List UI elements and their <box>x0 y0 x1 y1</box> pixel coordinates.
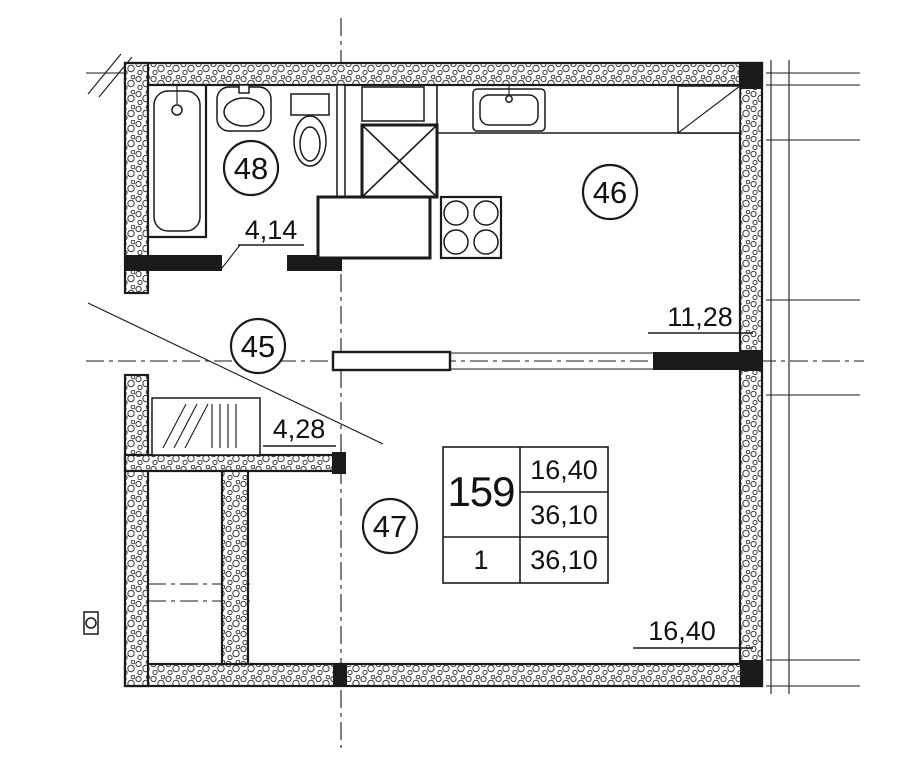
wall-junction-block <box>740 350 762 371</box>
bathtub-drain <box>171 104 183 116</box>
wardrobe-outline <box>151 397 261 456</box>
hall-room-wall <box>123 453 337 473</box>
room-number-48: 48 <box>234 151 268 186</box>
closet-wall <box>220 469 250 666</box>
left-wall-lower <box>123 373 150 688</box>
axis-marker <box>83 611 99 635</box>
top-wall <box>123 61 764 87</box>
fridge <box>677 85 741 134</box>
corner-slash <box>87 53 122 95</box>
room-number-47: 47 <box>373 509 407 544</box>
toilet-tank <box>290 93 330 116</box>
room-label-circle <box>229 317 287 375</box>
wardrobe-mark <box>184 403 209 449</box>
info-table: 159 16,40 36,10 1 36,10 <box>442 446 609 584</box>
wardrobe-mark <box>173 403 198 449</box>
room-number-45: 45 <box>241 329 275 364</box>
ventilation-shaft <box>360 86 439 199</box>
stove-burner <box>473 200 499 226</box>
kitchen-room-wall-right <box>653 352 742 370</box>
wall-junction-block <box>333 664 347 686</box>
axis-and-reference-lines <box>86 18 864 748</box>
vent-shaft-diagonal <box>361 124 438 198</box>
stove-burner <box>473 229 499 255</box>
section-leader-line <box>87 302 384 445</box>
stove-burner <box>443 229 469 255</box>
dimension-leader <box>221 244 241 269</box>
living-area: 16,40 <box>530 455 598 485</box>
dimensions: 4,14 11,28 4,28 16,40 <box>238 215 753 649</box>
washbasin-bowl <box>223 97 265 127</box>
rooms-count: 1 <box>473 545 488 575</box>
washbasin-tap <box>238 84 250 94</box>
interior-walls <box>123 84 742 666</box>
washbasin <box>216 84 272 132</box>
stove-burner <box>443 200 469 226</box>
axis-marker-circle <box>85 617 97 629</box>
kitchen-cabinet <box>316 195 432 260</box>
outer-walls <box>123 61 764 688</box>
dimension-bathroom: 4,14 <box>245 215 298 245</box>
toilet-bowl-inner <box>299 126 321 162</box>
info-table-border <box>442 446 609 584</box>
kitchen-cabinet-box <box>316 195 432 260</box>
dimension-kitchen: 11,28 <box>667 302 733 332</box>
stove <box>439 195 503 260</box>
room-label-kitchen: 46 <box>581 163 639 221</box>
dimension-living-room: 16,40 <box>648 616 716 646</box>
sink-tap <box>505 95 513 103</box>
room-label-circle <box>581 163 639 221</box>
bathroom-wall-left <box>125 255 222 271</box>
room-number-46: 46 <box>593 175 627 210</box>
wall-junction-block <box>740 660 762 686</box>
apartment-number: 159 <box>447 468 514 515</box>
room-label-living-room: 47 <box>361 497 419 555</box>
room-labels: 48 46 45 47 <box>222 139 639 555</box>
dimension-hallway: 4,28 <box>273 414 326 444</box>
total-area: 36,10 <box>530 500 598 530</box>
wall-end-block <box>332 452 346 474</box>
bottom-wall <box>123 662 764 688</box>
room-label-hallway: 45 <box>229 317 287 375</box>
right-wall <box>738 61 764 688</box>
duct-box <box>361 86 425 122</box>
kitchen-sink <box>472 85 546 132</box>
wall-junction-block <box>740 63 762 89</box>
room-label-bathroom: 48 <box>222 139 280 197</box>
bathtub <box>146 83 208 239</box>
toilet <box>290 93 330 167</box>
wardrobe-mark <box>162 403 187 449</box>
wardrobe <box>151 397 261 456</box>
total-area-2: 36,10 <box>530 545 598 575</box>
fridge-diagonal <box>677 85 741 134</box>
kitchen-room-wall-left <box>331 350 452 372</box>
room-label-circle <box>361 497 419 555</box>
room-label-circle <box>222 139 280 197</box>
